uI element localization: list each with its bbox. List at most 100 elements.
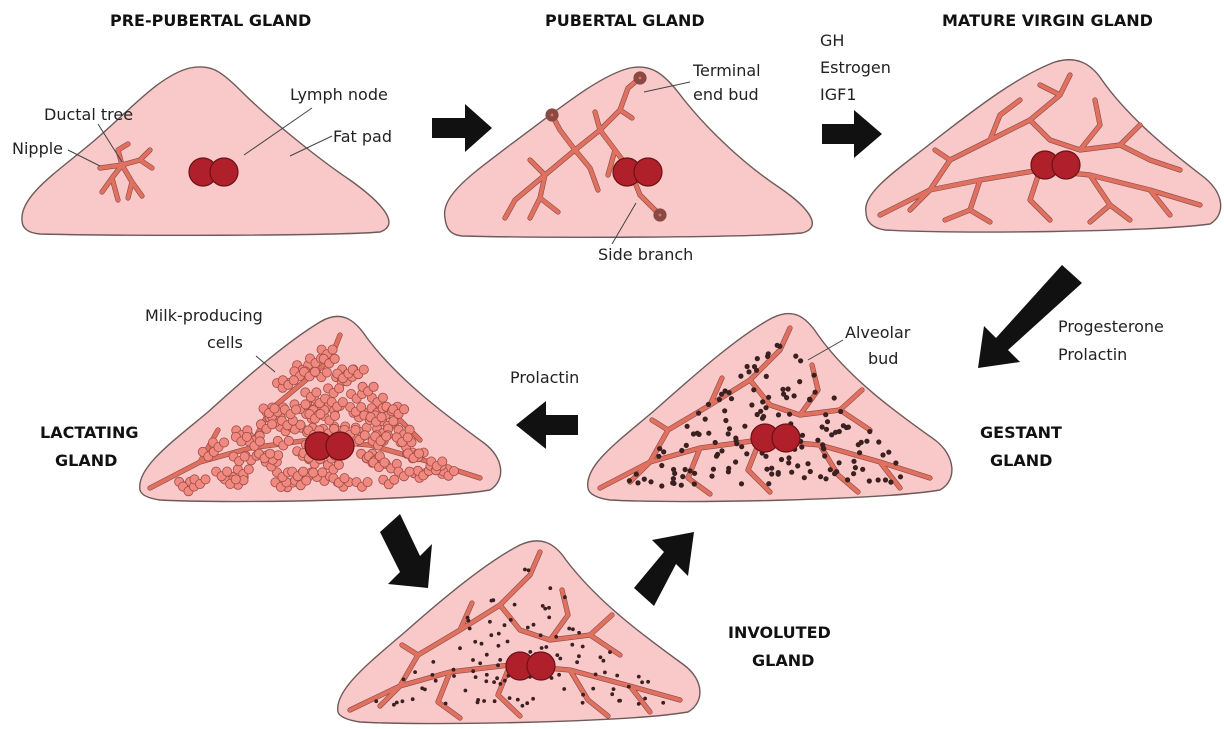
alveolar-bud xyxy=(543,607,547,611)
alveolar-bud xyxy=(659,463,664,468)
alveolar-bud xyxy=(683,467,688,472)
arrow-pubertal-to-mature xyxy=(822,110,882,158)
alveolar-bud xyxy=(617,699,621,703)
alveolar-bud xyxy=(780,387,785,392)
alveolar-bud xyxy=(775,343,780,348)
alveolar-bud xyxy=(558,657,562,661)
alveolar-bud xyxy=(413,670,417,674)
alveolar-bud xyxy=(764,374,769,379)
alveolar-bud xyxy=(637,675,641,679)
alveolar-bud xyxy=(769,471,774,476)
milk-cell xyxy=(378,393,387,402)
milk-cell xyxy=(357,403,366,412)
gland-lactating: Milk-producing cells xyxy=(140,306,501,502)
alveolar-bud xyxy=(811,373,816,378)
alveolar-bud xyxy=(571,627,575,631)
alveolar-bud xyxy=(478,661,482,665)
alveolar-bud xyxy=(845,477,850,482)
lymph-node-mature-virgin xyxy=(1031,151,1080,179)
alveolar-bud xyxy=(793,354,798,359)
alveolar-bud xyxy=(563,595,567,599)
milk-cell xyxy=(284,436,293,445)
milk-cell xyxy=(400,405,409,414)
alveolar-bud xyxy=(492,680,496,684)
alveolar-bud xyxy=(476,701,480,705)
label-nipple: Nipple xyxy=(12,139,63,158)
alveolar-bud xyxy=(722,408,727,413)
alveolar-bud xyxy=(867,429,872,434)
gland-pubertal: Terminal end bud Side branch xyxy=(445,61,813,264)
alveolar-bud xyxy=(898,474,903,479)
alveolar-bud xyxy=(786,460,791,465)
alveolar-bud xyxy=(640,680,644,684)
alveolar-bud xyxy=(800,433,805,438)
gland-mature-virgin xyxy=(866,60,1221,232)
alveolar-bud xyxy=(857,450,862,455)
milk-cell xyxy=(363,478,372,487)
alveolar-bud xyxy=(745,364,750,369)
title-gestant-line1: GESTANT xyxy=(980,423,1062,442)
alveolar-bud xyxy=(509,618,513,622)
alveolar-bud xyxy=(480,642,484,646)
alveolar-bud xyxy=(474,675,478,679)
alveolar-bud xyxy=(739,481,744,486)
label-milk-producing-line2: cells xyxy=(207,333,243,352)
label-side-branch: Side branch xyxy=(598,245,693,264)
milk-cell xyxy=(223,467,232,476)
alveolar-bud xyxy=(685,424,690,429)
milk-cell xyxy=(335,384,344,393)
alveolar-bud xyxy=(808,469,813,474)
title-gestant-line2: GLAND xyxy=(990,451,1052,470)
gland-prepubertal: Ductal tree Nipple Lymph node Fat pad xyxy=(12,67,392,235)
milk-cell xyxy=(340,474,349,483)
alveolar-bud xyxy=(822,453,827,458)
alveolar-bud xyxy=(795,463,800,468)
label-fat-pad: Fat pad xyxy=(333,127,392,146)
alveolar-bud xyxy=(739,444,744,449)
alveolar-bud xyxy=(752,364,757,369)
hormone-igf1: IGF1 xyxy=(820,85,857,104)
milk-cell xyxy=(330,411,339,420)
alveolar-bud xyxy=(599,655,603,659)
label-milk-producing-line1: Milk-producing xyxy=(145,306,263,325)
hormone-prolactin-lactating: Prolactin xyxy=(510,368,579,387)
alveolar-bud xyxy=(706,402,711,407)
milk-cell xyxy=(268,420,277,429)
alveolar-bud xyxy=(856,442,861,447)
alveolar-bud xyxy=(876,439,881,444)
alveolar-bud xyxy=(792,393,797,398)
alveolar-bud xyxy=(798,358,803,363)
alveolar-bud xyxy=(679,483,684,488)
alveolar-bud xyxy=(547,606,551,610)
alveolar-bud xyxy=(813,390,818,395)
alveolar-bud xyxy=(567,627,571,631)
hormone-estrogen: Estrogen xyxy=(820,58,891,77)
alveolar-bud xyxy=(786,386,791,391)
alveolar-bud xyxy=(719,448,724,453)
alveolar-bud xyxy=(464,689,468,693)
alveolar-bud xyxy=(876,477,881,482)
alveolar-bud xyxy=(547,616,551,620)
alveolar-bud xyxy=(627,478,632,483)
alveolar-bud xyxy=(646,680,650,684)
alveolar-bud xyxy=(581,645,585,649)
milk-cell xyxy=(405,467,414,476)
alveolar-bud xyxy=(490,599,494,603)
milk-cell xyxy=(242,432,251,441)
alveolar-bud xyxy=(488,620,492,624)
alveolar-bud xyxy=(548,586,552,590)
milk-cell xyxy=(274,451,283,460)
alveolar-bud xyxy=(713,440,718,445)
milk-cell xyxy=(220,438,229,447)
alveolar-bud xyxy=(497,632,501,636)
alveolar-bud xyxy=(726,469,731,474)
alveolar-bud xyxy=(691,431,696,436)
alveolar-bud xyxy=(643,697,647,701)
alveolar-bud xyxy=(692,471,697,476)
alveolar-bud xyxy=(786,455,791,460)
milk-cell xyxy=(414,449,423,458)
title-prepubertal: PRE-PUBERTAL GLAND xyxy=(110,11,311,30)
alveolar-bud xyxy=(544,645,548,649)
alveolar-bud xyxy=(765,354,770,359)
